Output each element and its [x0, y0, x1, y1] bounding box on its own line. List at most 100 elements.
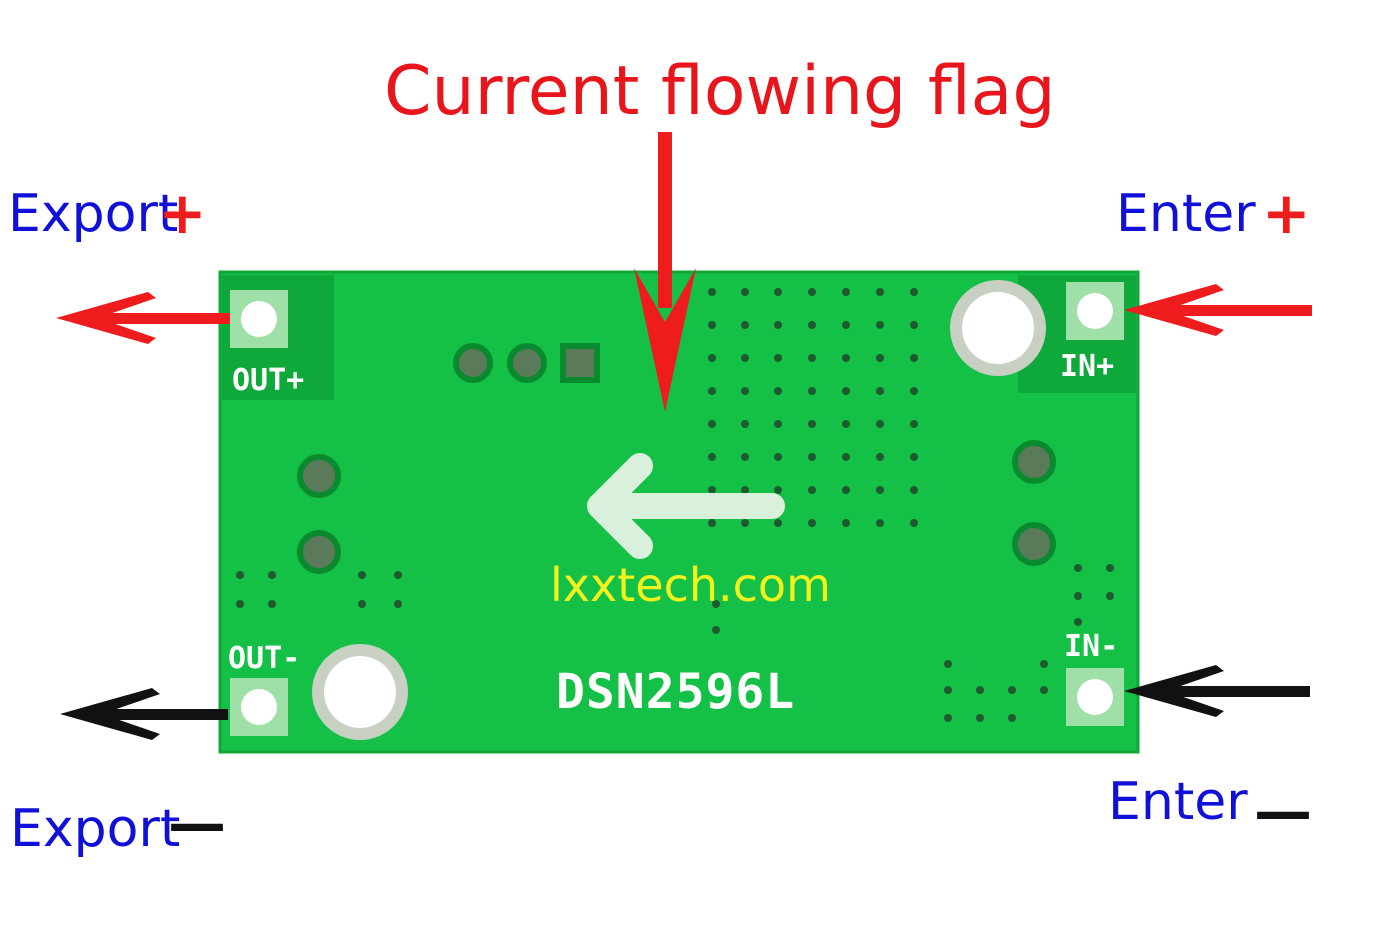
via-dot [842, 519, 850, 527]
enter-plus-label: Enter [1116, 184, 1256, 244]
via-dot [774, 387, 782, 395]
via-dot [842, 420, 850, 428]
via-dot [842, 387, 850, 395]
via-dot [842, 453, 850, 461]
via-dot [741, 453, 749, 461]
via-dot [358, 600, 366, 608]
via-dot [910, 420, 918, 428]
via-dot [708, 453, 716, 461]
via-dot [842, 321, 850, 329]
mounting-hole-left [312, 644, 408, 740]
via-dot [1040, 686, 1048, 694]
via-dot [944, 660, 952, 668]
via-dot [808, 321, 816, 329]
via-dot [774, 354, 782, 362]
via-dot [741, 420, 749, 428]
via-dot [876, 288, 884, 296]
export-minus-sign: — [168, 789, 226, 857]
export-plus-arrow [56, 292, 230, 344]
export-minus-label: Export [10, 799, 181, 859]
watermark-text: lxxtech.com [550, 558, 831, 612]
silkscreen-in-plus: IN+ [1060, 349, 1115, 384]
via-dot [712, 600, 720, 608]
via-dot [876, 321, 884, 329]
via-dot [774, 486, 782, 494]
via-dot [808, 387, 816, 395]
via-dot [808, 420, 816, 428]
via-dot [394, 571, 402, 579]
enter-minus-sign: — [1254, 777, 1312, 845]
via-dot [741, 387, 749, 395]
via-dot [708, 519, 716, 527]
via-dot [741, 321, 749, 329]
via-dot [976, 714, 984, 722]
via-dot [910, 519, 918, 527]
via-dot [268, 571, 276, 579]
via-dot [1074, 618, 1082, 626]
via-dot [708, 387, 716, 395]
via-dot [708, 420, 716, 428]
via-dot [712, 626, 720, 634]
via-dot [910, 288, 918, 296]
silkscreen-out-minus: OUT- [228, 641, 301, 676]
via-dot [1106, 564, 1114, 572]
via-dot [910, 453, 918, 461]
in-minus-pad [1066, 668, 1124, 726]
in-plus-pad [1066, 282, 1124, 340]
via-dot [708, 486, 716, 494]
via-dot [774, 288, 782, 296]
component-pads [297, 343, 1056, 574]
out-minus-pad [230, 678, 288, 736]
via-dot [708, 321, 716, 329]
via-dot [741, 519, 749, 527]
via-dot [774, 453, 782, 461]
via-dot [774, 321, 782, 329]
via-dot [876, 420, 884, 428]
via-dot [808, 288, 816, 296]
via-dot [358, 571, 366, 579]
export-plus-sign: + [158, 179, 207, 247]
via-dot [808, 486, 816, 494]
via-dot [1008, 714, 1016, 722]
board-model-label: DSN2596L [556, 664, 796, 720]
enter-minus-label: Enter [1108, 772, 1248, 832]
via-dot [741, 288, 749, 296]
via-dot [944, 686, 952, 694]
via-dot [876, 486, 884, 494]
via-dot [1008, 686, 1016, 694]
via-dot [808, 354, 816, 362]
current-flag-pointer [634, 132, 696, 412]
via-dot [910, 321, 918, 329]
via-dot [268, 600, 276, 608]
mounting-hole-right [950, 280, 1046, 376]
via-dot [236, 600, 244, 608]
via-dot [1074, 592, 1082, 600]
enter-plus-arrow [1124, 284, 1312, 336]
via-dot [876, 354, 884, 362]
via-dot [976, 686, 984, 694]
enter-plus-sign: + [1262, 179, 1311, 247]
via-dot [1106, 592, 1114, 600]
silkscreen-in-minus: IN- [1064, 629, 1119, 664]
via-dot [944, 714, 952, 722]
via-dot [876, 453, 884, 461]
via-dot [394, 600, 402, 608]
via-dot [774, 420, 782, 428]
via-dot [708, 354, 716, 362]
via-dot [236, 571, 244, 579]
via-dot [876, 519, 884, 527]
via-dot [741, 486, 749, 494]
via-dot [741, 354, 749, 362]
via-dot [774, 519, 782, 527]
via-dot [808, 453, 816, 461]
export-plus-label: Export [8, 184, 179, 244]
via-dot [708, 288, 716, 296]
out-plus-pad [230, 290, 288, 348]
enter-minus-arrow [1124, 665, 1310, 717]
via-dot [1040, 660, 1048, 668]
via-dot [910, 387, 918, 395]
current-flowing-flag-title: Current flowing flag [384, 52, 1056, 131]
export-minus-arrow [60, 688, 228, 740]
via-dot [910, 486, 918, 494]
